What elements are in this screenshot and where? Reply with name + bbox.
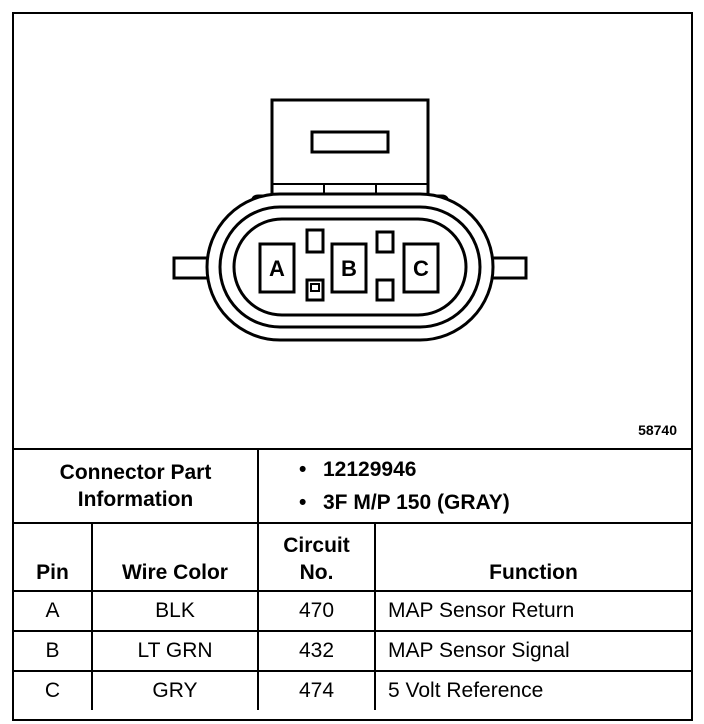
function-cell: MAP Sensor Return xyxy=(373,590,692,632)
pin-cell: B xyxy=(14,630,93,672)
key-slot-4 xyxy=(375,278,395,302)
left-ear xyxy=(172,256,210,280)
table-row: B LT GRN 432 MAP Sensor Signal xyxy=(14,630,692,672)
part-info-values: • 12129946 • 3F M/P 150 (GRAY) xyxy=(256,448,692,524)
bullet-icon: • xyxy=(299,458,307,481)
circuit-header: Circuit No. xyxy=(257,522,376,592)
wire-color-cell: LT GRN xyxy=(91,630,259,672)
bullet-icon: • xyxy=(299,491,307,514)
connector-pinout-table: Connector Part Information • 12129946 • 3F… xyxy=(14,448,692,710)
table-row: C GRY 474 5 Volt Reference xyxy=(14,670,692,710)
pin-label-a: A xyxy=(269,256,285,281)
circuit-cell: 474 xyxy=(257,670,376,710)
circuit-header-line2: No. xyxy=(299,561,334,584)
key-slot-1 xyxy=(305,228,325,254)
function-cell: MAP Sensor Signal xyxy=(373,630,692,672)
part-number: 12129946 xyxy=(323,458,417,481)
wire-color-header: Wire Color xyxy=(91,522,259,592)
pin-cavity-a xyxy=(258,242,296,294)
right-ear xyxy=(490,256,528,280)
part-info-row: Connector Part Information • 12129946 • 3F… xyxy=(14,448,692,524)
part-number-item: • 12129946 xyxy=(299,453,691,486)
wire-color-cell: BLK xyxy=(91,590,259,632)
table-row: A BLK 470 MAP Sensor Return xyxy=(14,590,692,632)
part-info-label: Connector Part Information xyxy=(14,448,259,524)
part-info-label-line2: Information xyxy=(77,488,194,511)
pin-label-c: C xyxy=(413,256,429,281)
circuit-cell: 470 xyxy=(257,590,376,632)
connector-face-drawing: A B C xyxy=(172,98,528,342)
pin-cavity-b xyxy=(330,242,368,294)
part-info-label-line1: Connector Part xyxy=(59,461,212,484)
part-number-item: • 3F M/P 150 (GRAY) xyxy=(299,486,691,519)
connector-description: 3F M/P 150 (GRAY) xyxy=(323,491,510,514)
function-cell: 5 Volt Reference xyxy=(373,670,692,710)
connector-diagram: A B C 58740 xyxy=(14,14,691,448)
header-row: Pin Wire Color Circuit No. Function xyxy=(14,522,692,592)
circuit-cell: 432 xyxy=(257,630,376,672)
pin-cell: A xyxy=(14,590,93,632)
pin-header: Pin xyxy=(14,522,93,592)
wire-color-cell: GRY xyxy=(91,670,259,710)
diagram-frame: A B C 58740 Connector Part Information •… xyxy=(12,12,693,721)
figure-id: 58740 xyxy=(638,422,677,438)
pin-cavity-c xyxy=(402,242,440,294)
pin-label-b: B xyxy=(341,256,357,281)
lock-tab-slot xyxy=(310,130,390,154)
function-header: Function xyxy=(373,522,692,592)
pin-cell: C xyxy=(14,670,93,710)
key-slot-3 xyxy=(375,230,395,254)
circuit-header-line1: Circuit xyxy=(283,534,350,557)
